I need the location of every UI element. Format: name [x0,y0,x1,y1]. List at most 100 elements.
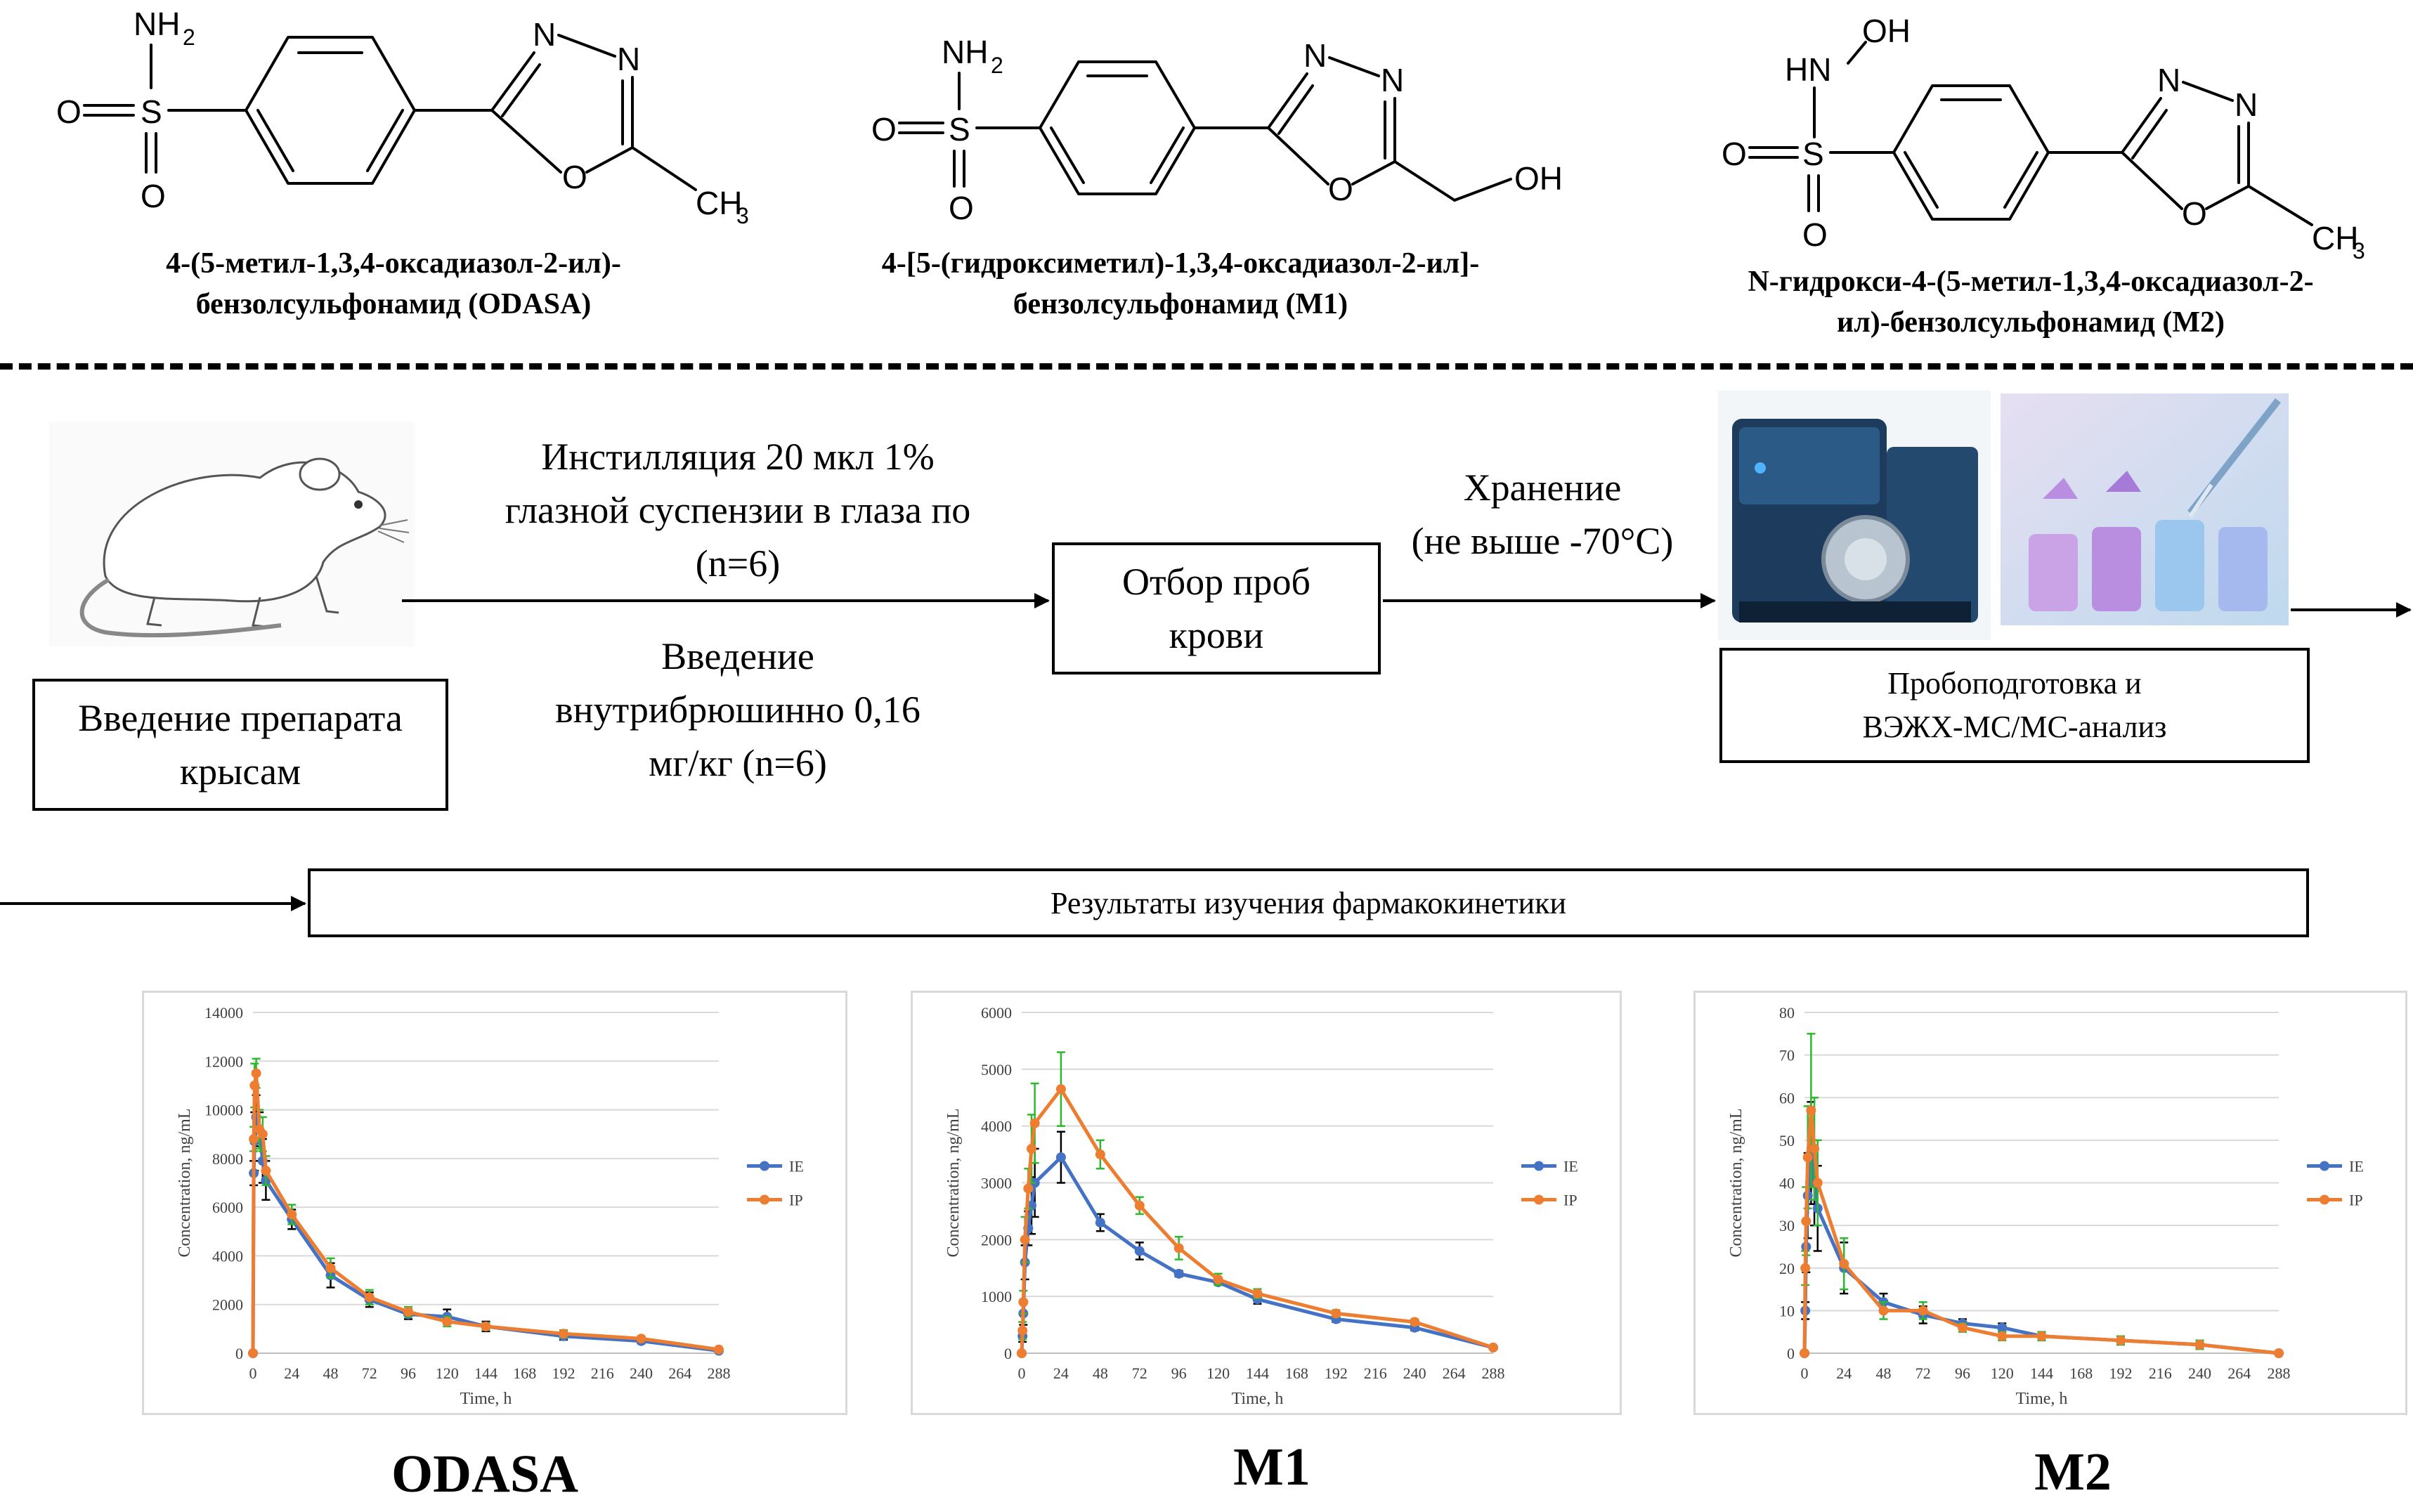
legend-label-IE: IE [1563,1158,1578,1175]
y-tick-label: 2000 [212,1296,243,1314]
x-tick-label: 0 [249,1364,257,1382]
y-tick-label: 6000 [981,1004,1012,1022]
y-axis-label: Concentration, ng/mL [176,1109,194,1258]
data-point-IP [1023,1183,1034,1194]
data-point-IP [1812,1178,1823,1188]
svg-text:S: S [949,111,970,148]
y-tick-label: 30 [1779,1217,1795,1234]
m1-name: 4-[5-(гидроксиметил)-1,3,4-оксадиазол-2-… [881,247,1480,320]
legend-marker-IP [760,1194,769,1205]
x-tick-label: 72 [1916,1364,1931,1382]
x-tick-label: 216 [1364,1364,1387,1382]
x-tick-label: 24 [1836,1364,1852,1382]
data-point-IP [1331,1308,1341,1319]
y-tick-label: 50 [1779,1132,1795,1149]
svg-text:O: O [1328,171,1353,207]
data-point-IP [287,1209,297,1220]
x-tick-label: 144 [474,1364,497,1382]
sample-vials-image [2001,393,2289,625]
x-tick-label: 144 [2030,1364,2053,1382]
x-tick-label: 48 [1876,1364,1892,1382]
y-tick-label: 4000 [981,1118,1012,1135]
legend-label-IE: IE [789,1158,804,1175]
x-tick-label: 48 [323,1364,339,1382]
y-tick-label: 14000 [204,1004,243,1022]
x-axis-label: Time, h [460,1390,512,1408]
y-axis-label: Concentration, ng/mL [1727,1109,1745,1258]
svg-text:CH: CH [696,185,742,221]
data-point-IP [1410,1317,1420,1327]
svg-text:O: O [949,190,974,226]
data-point-IP [2194,1339,2205,1350]
svg-text:N: N [2235,86,2258,123]
svg-text:O: O [1722,136,1747,172]
blood-sampling-box: Отбор проб крови [1052,542,1381,674]
dashed-divider [0,363,2413,370]
y-tick-label: 3000 [981,1175,1012,1192]
x-axis-label: Time, h [1232,1390,1284,1408]
data-point-IP [249,1134,259,1145]
data-point-IP [559,1329,568,1339]
data-point-IP [2036,1331,2047,1341]
x-tick-label: 0 [1018,1364,1026,1382]
x-tick-label: 24 [284,1364,299,1382]
data-point-IP [1809,1144,1820,1154]
legend-label-IP: IP [1563,1192,1578,1209]
data-point-IP [1958,1322,1968,1333]
data-point-IP [1252,1289,1263,1299]
svg-text:S: S [141,93,162,130]
legend-marker-IP [2320,1194,2329,1205]
legend-marker-IP [1534,1194,1544,1205]
x-tick-label: 288 [708,1364,731,1382]
data-point-IP [1918,1305,1928,1316]
x-tick-label: 48 [1093,1364,1108,1382]
m2-name: N-гидрокси-4-(5-метил-1,3,4-оксадиазол-2… [1748,266,2314,339]
data-point-IP [636,1334,646,1344]
data-point-IE [1173,1268,1184,1279]
x-tick-label: 72 [362,1364,377,1382]
x-tick-label: 120 [436,1364,459,1382]
y-tick-label: 8000 [212,1150,243,1168]
data-point-IP [2116,1335,2126,1345]
data-point-IP [1134,1200,1145,1211]
x-tick-label: 288 [2268,1364,2291,1382]
analysis-box: Пробоподготовка и ВЭЖХ-МС/МС-анализ [1719,648,2310,763]
data-point-IP [403,1307,413,1317]
odasa-structure: NH 2 O S O N N O CH 3 [56,6,749,228]
legend-marker-IE [1534,1161,1544,1171]
data-point-IP [1997,1331,2008,1341]
svg-text:NH: NH [942,34,988,70]
svg-text:O: O [56,93,82,130]
chart-label-odasa: ODASA [391,1445,579,1504]
y-tick-label: 20 [1779,1260,1795,1277]
x-tick-label: 96 [1955,1364,1970,1382]
x-tick-label: 96 [1171,1364,1187,1382]
odasa-name: 4-(5-метил-1,3,4-оксадиазол-2-ил)-бензол… [166,247,621,320]
chart-label-m1: M1 [1233,1438,1310,1497]
data-point-IE [1134,1246,1145,1256]
svg-text:3: 3 [2353,238,2365,263]
data-point-IP [1839,1258,1849,1269]
data-point-IE [1095,1218,1105,1228]
data-point-IP [1026,1144,1036,1154]
svg-text:OH: OH [1862,13,1911,49]
instillation-text: Инстилляция 20 мкл 1% глазной суспензии … [505,436,971,585]
x-tick-label: 240 [630,1364,653,1382]
data-point-IP [249,1080,260,1090]
y-tick-label: 70 [1779,1047,1795,1064]
data-point-IP [257,1129,268,1140]
data-point-IP [1017,1325,1028,1336]
svg-text:O: O [562,159,587,195]
x-tick-label: 264 [1443,1364,1466,1382]
data-point-IP [714,1344,724,1355]
y-tick-label: 1000 [981,1288,1012,1305]
legend-label-IP: IP [789,1192,803,1209]
x-tick-label: 240 [2188,1364,2211,1382]
data-point-IP [248,1348,258,1358]
y-tick-label: 40 [1779,1175,1795,1192]
ip-admin-text: Введение внутрибрюшинно 0,16 мг/кг (n=6) [555,635,921,784]
y-axis-label: Concentration, ng/mL [944,1109,963,1258]
data-point-IE [1055,1152,1066,1163]
